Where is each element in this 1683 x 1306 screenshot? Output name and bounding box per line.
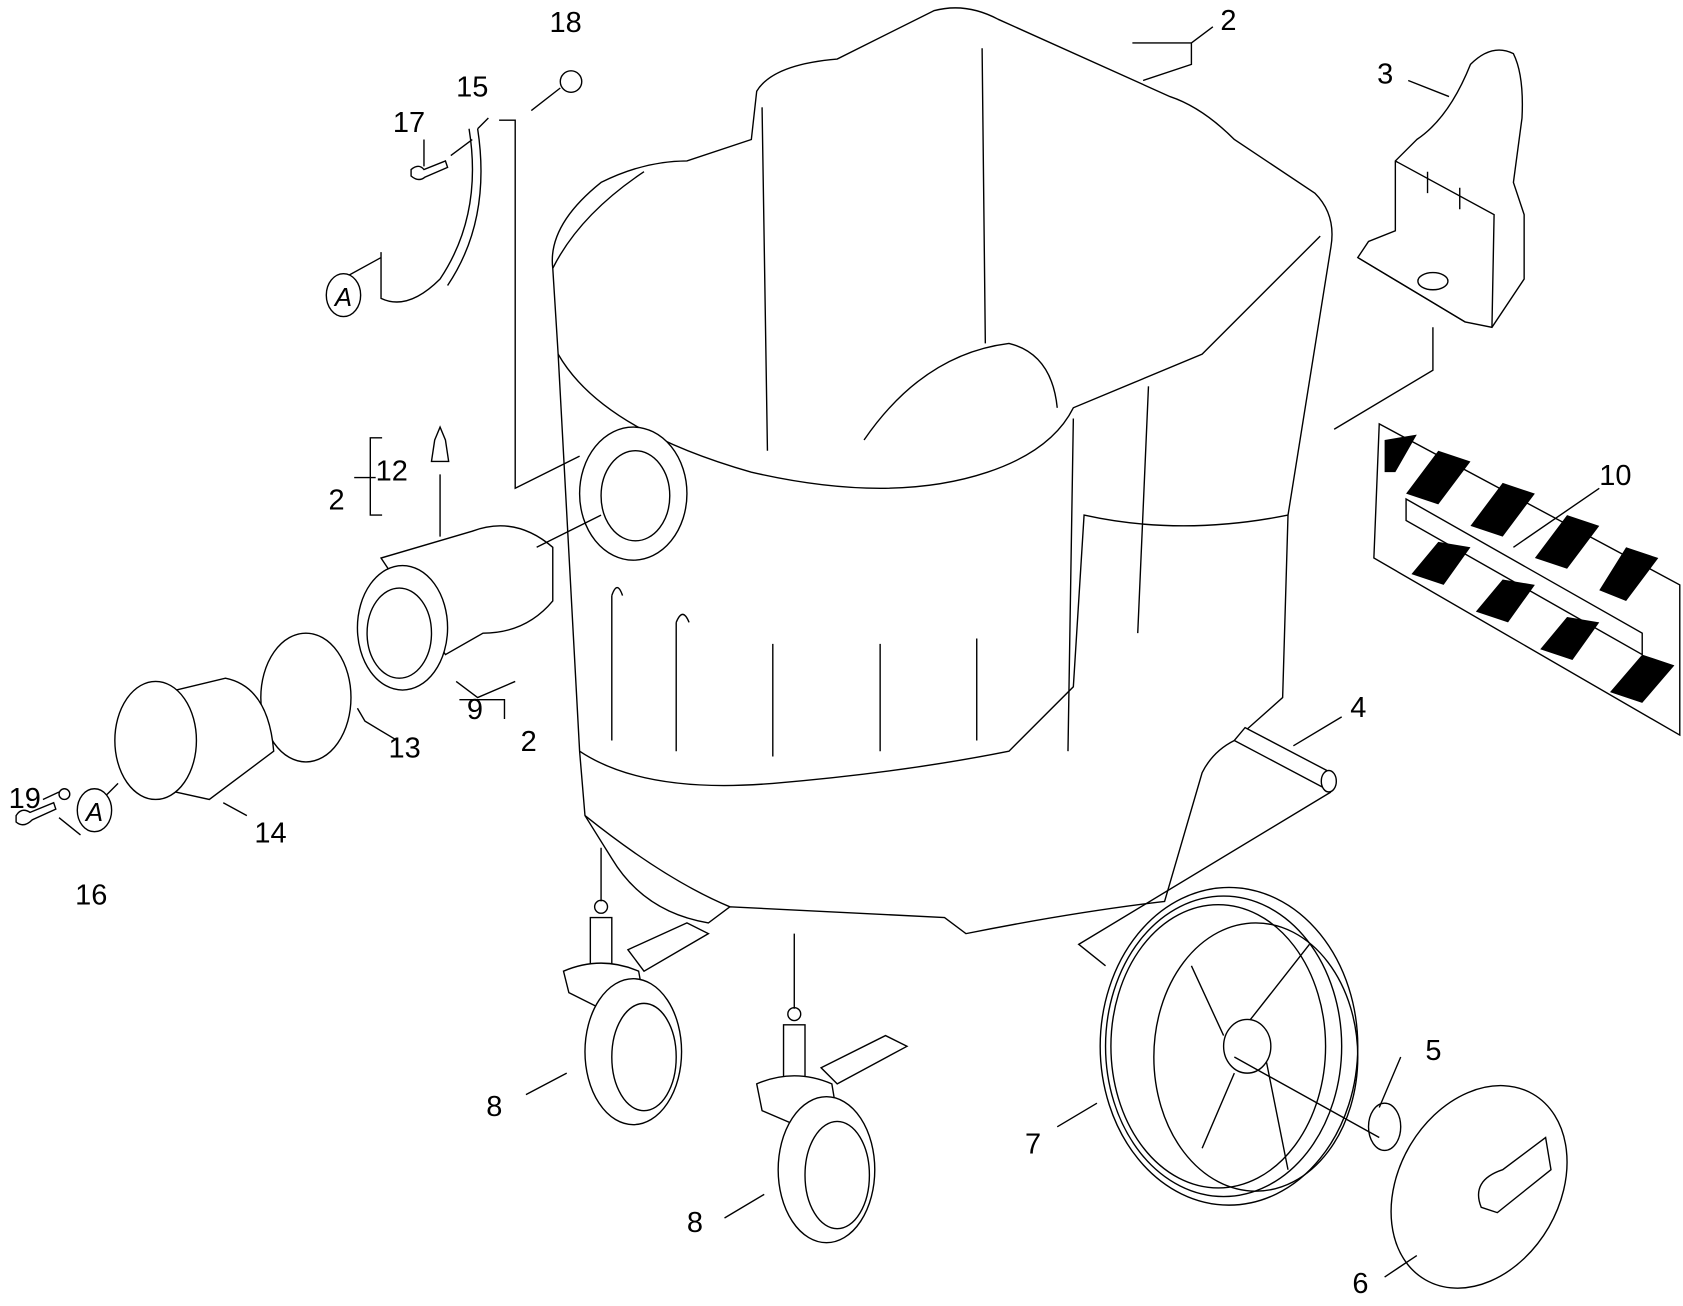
castor-right-part-8 <box>755 1024 909 1244</box>
part-label-7: 7 <box>1025 1129 1041 1161</box>
reference-a-top-marker <box>325 272 362 318</box>
part-label-8-left: 8 <box>486 1091 502 1123</box>
part-label-6: 6 <box>1352 1268 1368 1300</box>
part-label-14: 14 <box>254 817 286 849</box>
part-label-10: 10 <box>1599 460 1631 492</box>
wheel-part-7 <box>1099 886 1359 1206</box>
part-label-12: 12 <box>376 456 408 488</box>
axle-part-4 <box>1233 726 1338 793</box>
hubcap-part-6 <box>1390 1084 1568 1289</box>
part-label-13: 13 <box>389 733 421 765</box>
handle-part-3 <box>1356 49 1525 329</box>
part-label-4: 4 <box>1350 692 1366 724</box>
part-label-2-plug-group: 2 <box>328 485 344 517</box>
nut-part-18 <box>559 70 583 93</box>
part-label-16: 16 <box>75 880 107 912</box>
part-label-2-container: 2 <box>1220 5 1236 37</box>
part-label-2-inlet-group: 2 <box>521 726 537 758</box>
screw-part-16 <box>15 801 57 826</box>
part-label-18: 18 <box>550 7 582 39</box>
inlet-part-9 <box>356 525 554 691</box>
warning-label-part-10 <box>1373 422 1681 737</box>
reference-a-bottom: A <box>84 799 103 827</box>
plug-part-12 <box>430 425 450 463</box>
ring-part-13 <box>260 632 352 763</box>
part-label-17: 17 <box>393 107 425 139</box>
castor-left-part-8 <box>562 916 710 1126</box>
clip-part-5 <box>1367 1102 1402 1152</box>
screw-part-17 <box>410 160 449 181</box>
strap-part-15 <box>380 128 482 303</box>
container-body <box>551 7 1333 935</box>
part-label-8-right: 8 <box>687 1207 703 1239</box>
part-label-15: 15 <box>456 72 488 104</box>
part-label-19: 19 <box>9 783 41 815</box>
part-label-5: 5 <box>1425 1035 1441 1067</box>
reference-a-bottom-marker <box>76 788 113 833</box>
socket-part-14 <box>114 677 275 801</box>
leader-lines <box>42 26 1600 1278</box>
washer-part-19 <box>58 788 71 801</box>
reference-a-top: A <box>333 284 352 312</box>
part-label-9: 9 <box>467 694 483 726</box>
part-label-3: 3 <box>1377 59 1393 91</box>
